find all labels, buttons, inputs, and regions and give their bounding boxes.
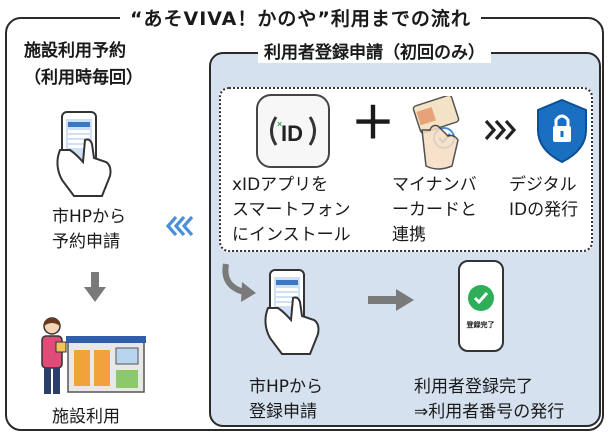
step-apply-line2: 予約申請 [52,232,120,252]
apply-registration-line1: 市HPから [249,377,324,397]
chevrons-left-icon [166,214,196,238]
digital-id-text: デジタル IDの発行 [509,173,578,223]
xid-install-line1: xIDアプリを [232,175,329,195]
mynumber-line1: マイナンバ [392,175,477,195]
registration-complete-phone: 登録完了 [458,260,504,352]
registration-heading: 利用者登録申請（初回のみ） [258,38,491,63]
mynumber-card-icon [408,96,468,174]
xid-logo-text: ID [281,121,303,146]
digital-id-line1: デジタル [509,175,577,195]
reservation-heading-line1: 施設利用予約 [24,41,126,61]
svg-text:×: × [277,119,282,129]
phone-hand-icon [52,110,126,200]
apply-registration-text: 市HPから 登録申請 [249,375,323,425]
plus-sign: ＋ [351,98,395,149]
mynumber-line3: 連携 [392,225,426,245]
phone-hand-apply-icon [260,268,334,358]
xid-install-line2: スマートフォン [232,200,351,220]
apply-registration-line2: 登録申請 [249,402,317,422]
complete-line2: ⇒利用者番号の発行 [414,402,565,422]
registration-complete-text: 利用者登録完了 ⇒利用者番号の発行 [414,375,564,425]
complete-line1: 利用者登録完了 [414,377,533,397]
shield-lock-icon [534,98,590,164]
facility-building-icon [38,312,148,400]
curved-arrow-icon [220,262,262,302]
xid-install-text: xIDアプリを スマートフォン にインストール [232,173,351,248]
check-circle-icon [467,284,495,312]
xid-app-icon: × ID [255,93,331,169]
mynumber-line2: ーカードと [392,200,477,220]
right-arrow-icon [368,289,414,311]
step-apply-reservation: 市HPから 予約申請 [52,205,126,255]
main-title: “あそVIVA！かのや”利用までの流れ [120,4,481,31]
step-apply-line1: 市HPから [52,207,127,227]
reservation-heading: 施設利用予約 （利用時毎回） [24,38,143,92]
complete-badge-text: 登録完了 [466,321,495,329]
down-arrow-icon [84,272,106,302]
reservation-heading-line2: （利用時毎回） [24,68,143,88]
chevrons-right-icon [484,118,518,142]
digital-id-line2: IDの発行 [509,200,579,220]
xid-install-line3: にインストール [232,225,351,245]
mynumber-link-text: マイナンバ ーカードと 連携 [392,173,477,248]
step-use-facility: 施設利用 [52,407,120,427]
